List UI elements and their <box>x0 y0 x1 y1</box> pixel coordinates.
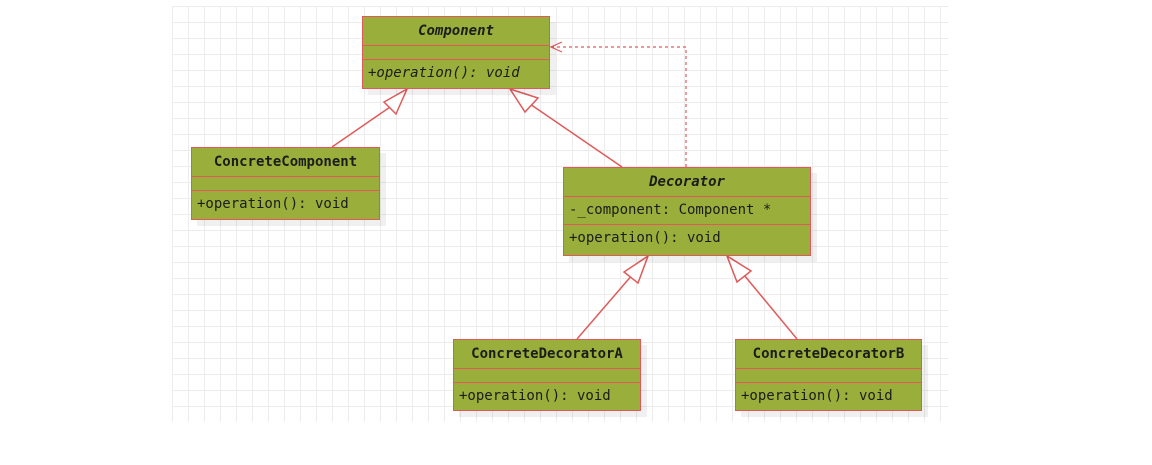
class-attributes <box>736 369 921 383</box>
class-operations: +operation(): void <box>197 196 349 212</box>
generalization-line-concrete-decorator-b <box>743 274 798 340</box>
class-concrete-decorator-b[interactable]: ConcreteDecoratorB +operation(): void <box>735 339 922 411</box>
generalization-arrowhead-concrete-component <box>382 87 409 116</box>
class-operations: +operation(): void <box>459 388 611 404</box>
class-operations: +operation(): void <box>368 65 520 81</box>
class-name: ConcreteDecoratorB <box>736 340 921 369</box>
class-concrete-component[interactable]: ConcreteComponent +operation(): void <box>191 147 380 220</box>
class-name: Decorator <box>564 168 810 197</box>
class-attributes <box>454 369 640 383</box>
dependency-arrowhead <box>549 41 563 53</box>
class-attributes <box>363 46 549 60</box>
generalization-line-concrete-component <box>331 104 394 148</box>
dependency-line-decorator-component <box>551 46 687 167</box>
generalization-line-concrete-decorator-a <box>576 273 634 340</box>
generalization-line-decorator <box>529 103 623 168</box>
generalization-arrowhead-decorator <box>508 87 540 114</box>
class-attributes: -_component: Component * <box>564 197 810 225</box>
class-attributes <box>192 177 379 191</box>
class-name: ConcreteDecoratorA <box>454 340 640 369</box>
generalization-arrowhead-concrete-decorator-b <box>725 254 753 284</box>
generalization-arrowhead-concrete-decorator-a <box>622 254 650 285</box>
class-component[interactable]: Component +operation(): void <box>362 16 550 89</box>
class-name: Component <box>363 17 549 46</box>
class-operations: +operation(): void <box>741 388 893 404</box>
diagram-canvas <box>172 6 948 422</box>
class-name: ConcreteComponent <box>192 148 379 177</box>
class-concrete-decorator-a[interactable]: ConcreteDecoratorA +operation(): void <box>453 339 641 411</box>
class-operations: +operation(): void <box>569 230 721 246</box>
class-decorator[interactable]: Decorator -_component: Component * +oper… <box>563 167 811 256</box>
